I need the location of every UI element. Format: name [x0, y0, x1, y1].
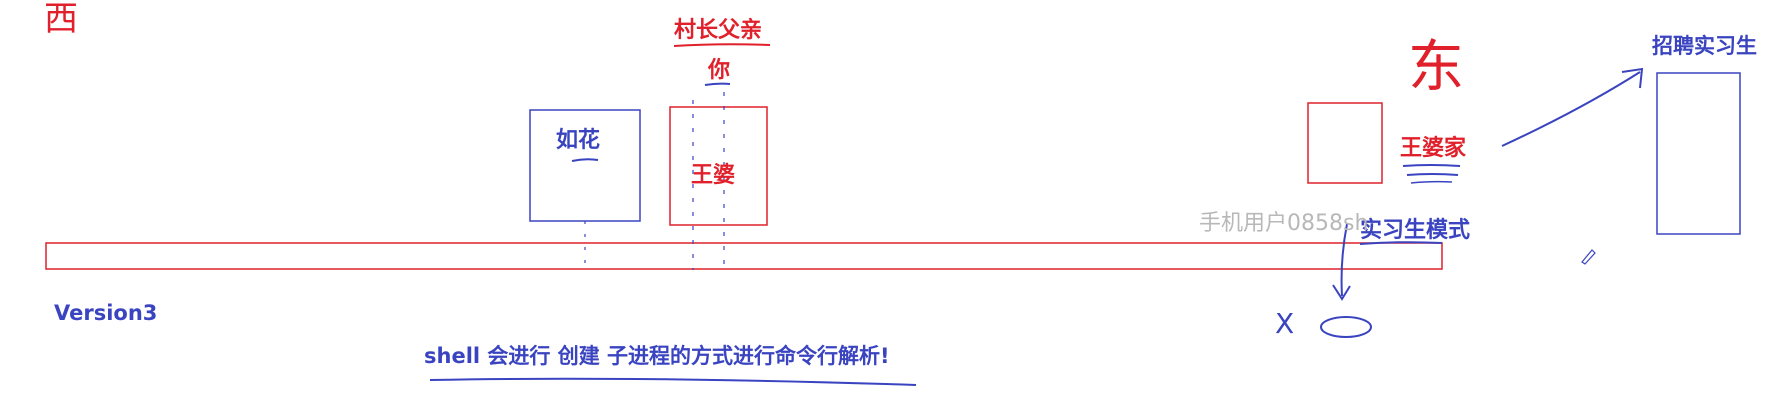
intern-mode-underline — [1359, 241, 1443, 245]
hire-arrow-line — [1501, 71, 1641, 147]
intern-box — [1656, 72, 1741, 235]
you-label: 你 — [708, 58, 731, 83]
wangpo-home-underline-2 — [1406, 173, 1459, 176]
wangpo-home-box — [1307, 102, 1383, 184]
hire-intern-label: 招聘实习生 — [1652, 34, 1757, 58]
intern-mode-label: 实习生模式 — [1360, 218, 1471, 243]
shell-note: shell 会进行 创建 子进程的方式进行命令行解析! — [424, 344, 890, 368]
ruhua-label: 如花 — [556, 128, 601, 153]
wangpo-home-label: 王婆家 — [1400, 136, 1467, 161]
pencil-mark-icon — [1581, 249, 1596, 265]
process-ellipse — [1320, 316, 1372, 338]
version-label: Version3 — [54, 301, 158, 325]
down-arrow-head — [1332, 284, 1351, 301]
wangpo-home-underline-1 — [1402, 164, 1461, 167]
you-underline — [704, 82, 731, 86]
down-arrow-line — [1340, 223, 1348, 297]
hire-arrow-head — [1621, 67, 1644, 89]
ruhua-underline — [571, 158, 599, 162]
cunzhang-underline — [673, 43, 771, 47]
wangpo-label: 王婆 — [691, 163, 736, 188]
village-father-label: 村长父亲 — [674, 18, 763, 43]
wangpo-home-underline-3 — [1410, 180, 1453, 184]
watermark: 手机用户0858sh — [1199, 211, 1369, 236]
x-mark: X — [1275, 307, 1295, 340]
main-bar — [45, 242, 1443, 270]
shell-underline — [429, 377, 917, 386]
ruhua-box — [529, 109, 641, 222]
wangpo-box — [669, 106, 768, 226]
east-label: 东 — [1408, 35, 1464, 100]
west-label: 西 — [44, 0, 78, 39]
